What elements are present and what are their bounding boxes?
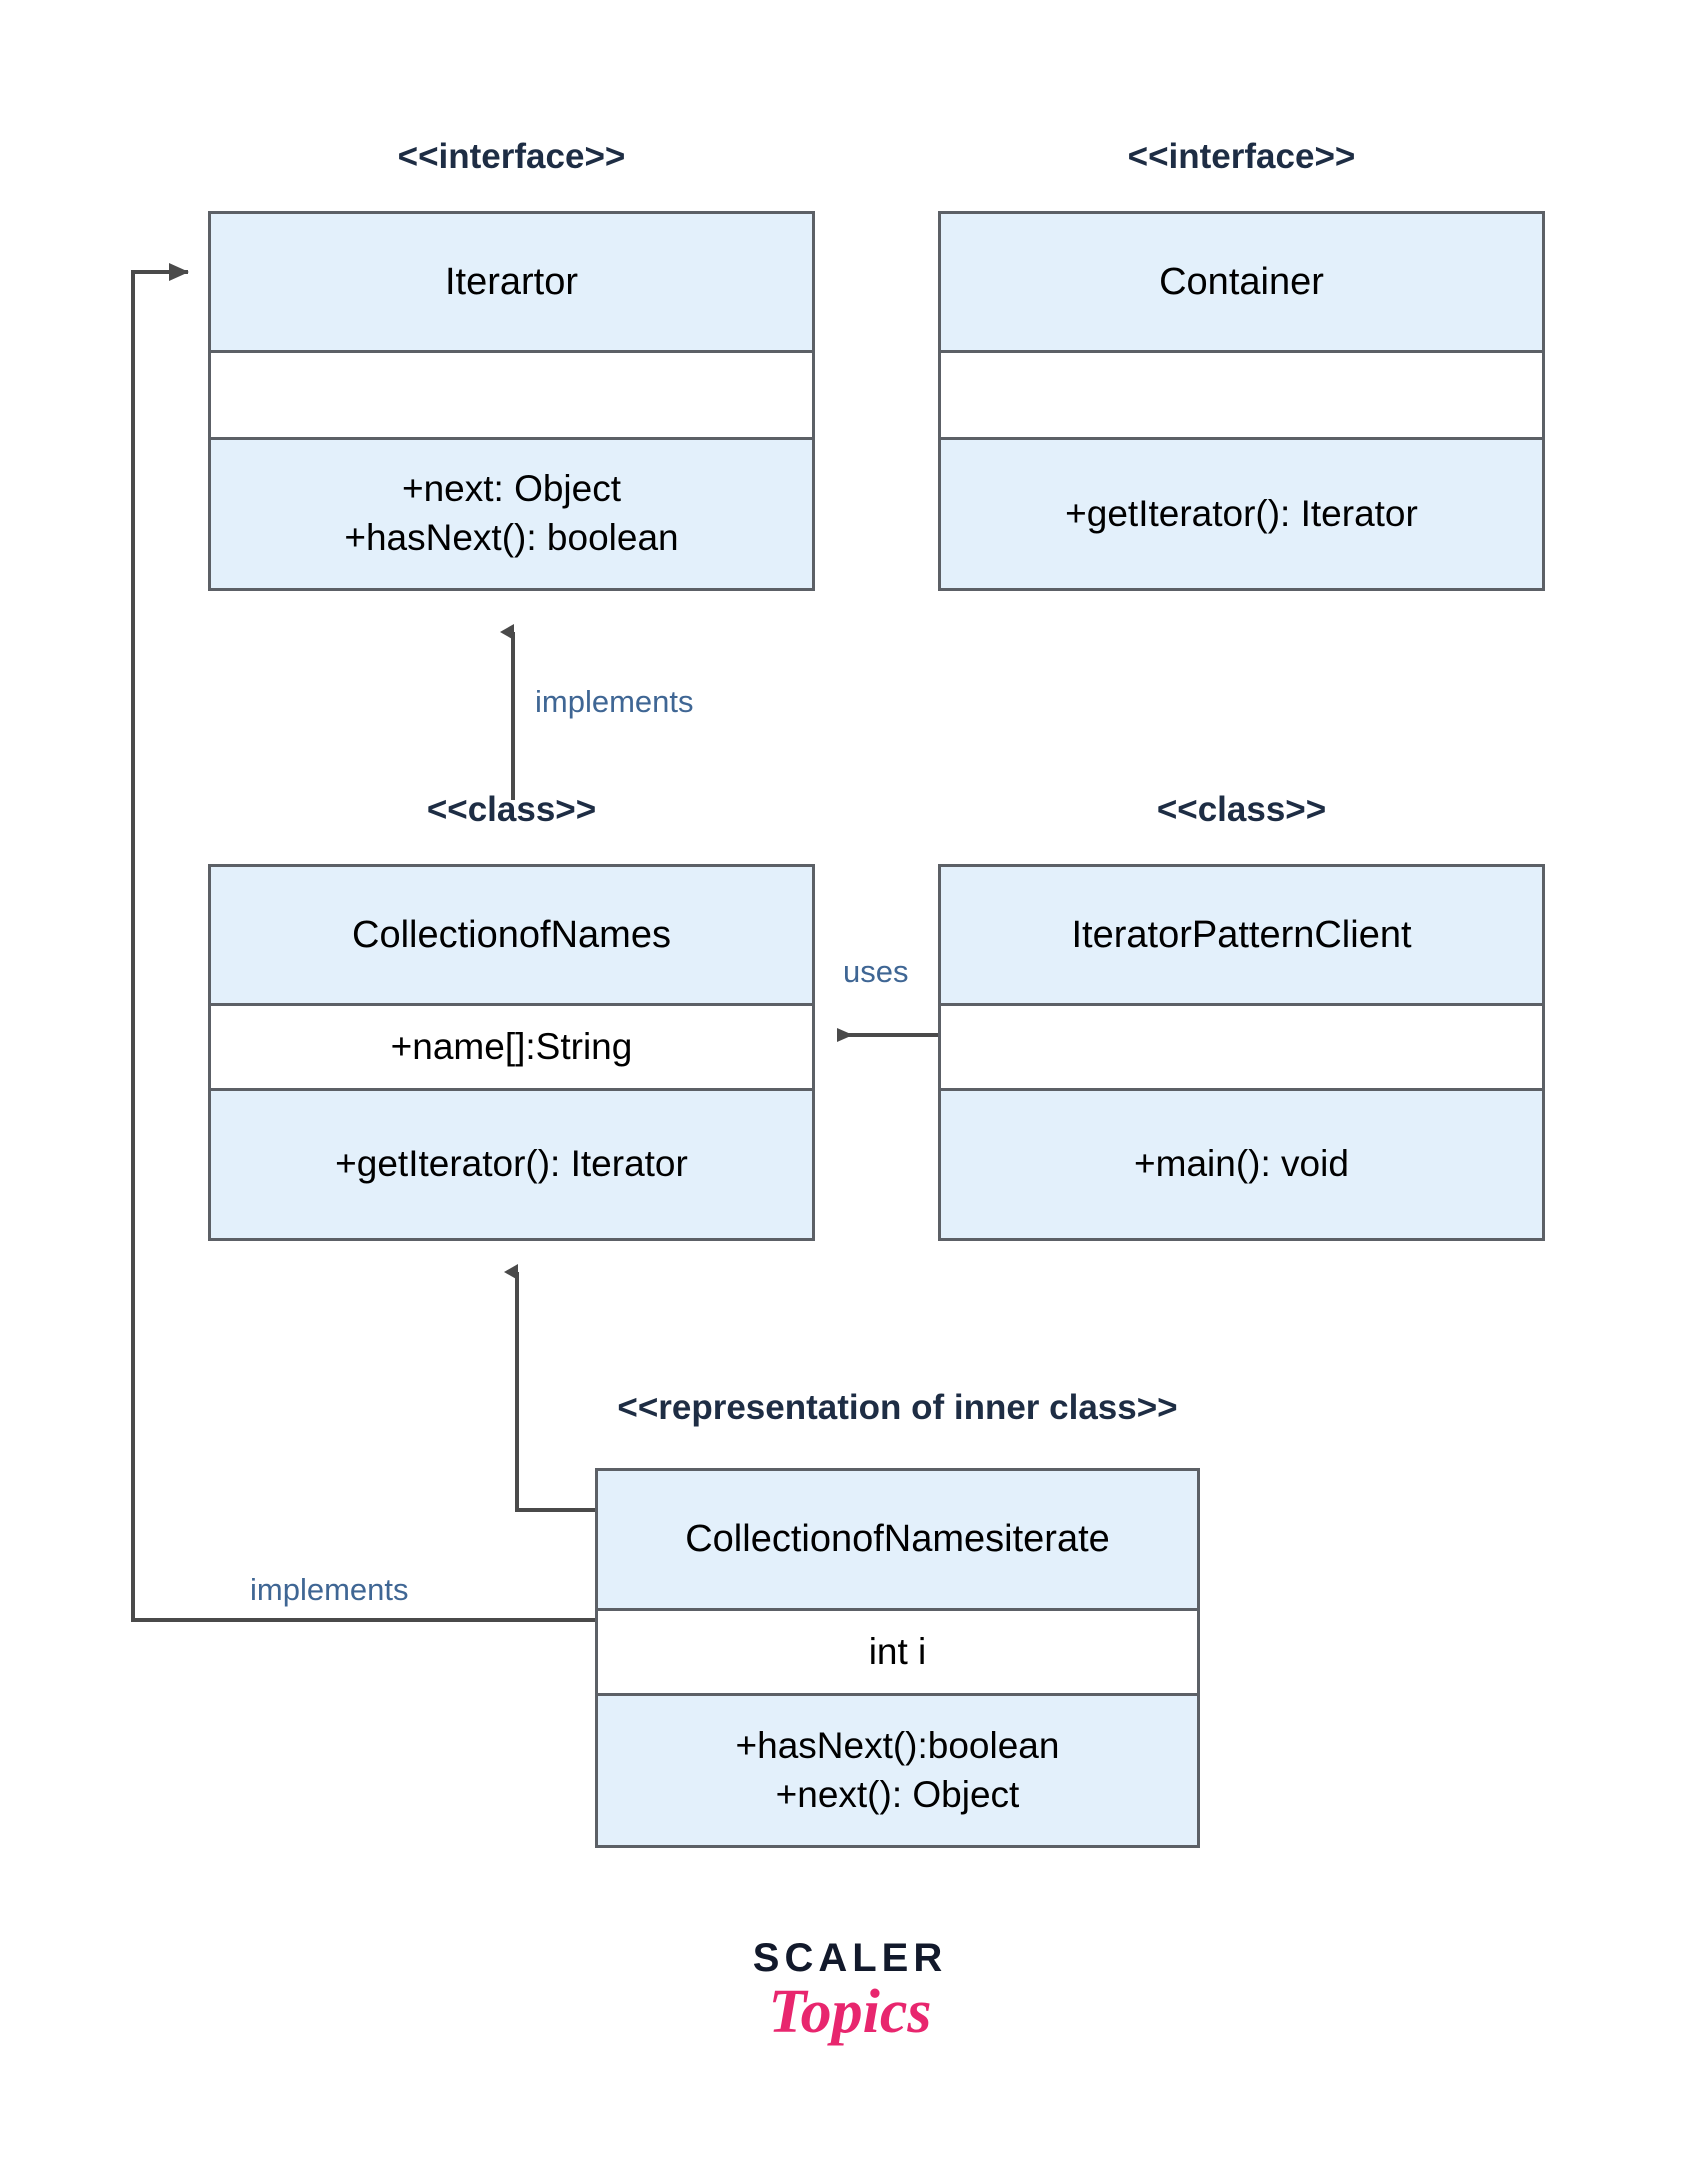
edge-label-implements-inner: implements — [250, 1572, 409, 1607]
iterator-pattern-client-methods: +main(): void — [941, 1088, 1542, 1238]
uml-class-box-collection-of-names: CollectionofNames +name[]:String +getIte… — [208, 864, 815, 1241]
collection-of-names-class-name: CollectionofNames — [211, 867, 812, 1003]
edge-label-uses: uses — [843, 954, 909, 989]
container-attributes — [941, 350, 1542, 437]
container-class-name: Container — [941, 214, 1542, 350]
collection-of-names-attributes: +name[]:String — [211, 1003, 812, 1088]
implements-arrow-inner-to-collection — [504, 1264, 595, 1512]
collection-of-names-iterate-class-name: CollectionofNamesiterate — [598, 1471, 1197, 1608]
uml-class-box-collection-of-names-iterate: CollectionofNamesiterate int i +hasNext(… — [595, 1468, 1200, 1848]
container-methods: +getIterator(): Iterator — [941, 437, 1542, 588]
iterator-pattern-client-class-name: IteratorPatternClient — [941, 867, 1542, 1003]
uml-class-box-container: Container +getIterator(): Iterator — [938, 211, 1545, 591]
logo-topics-wordmark: Topics — [768, 1978, 932, 2046]
iterator-class-name: Iterartor — [211, 214, 812, 350]
stereotype-collection-of-names-iterate: <<representation of inner class>> — [617, 1388, 1178, 1427]
stereotype-iterator-pattern-client: <<class>> — [1156, 790, 1327, 829]
iterator-methods: +next: Object +hasNext(): boolean — [211, 437, 812, 588]
scaler-topics-logo: SCALER Topics — [650, 1938, 1050, 2045]
stereotype-container: <<interface>> — [1127, 137, 1356, 176]
collection-of-names-iterate-attributes: int i — [598, 1608, 1197, 1693]
collection-of-names-methods: +getIterator(): Iterator — [211, 1088, 812, 1238]
logo-scaler-wordmark: SCALER — [752, 1936, 948, 1980]
stereotype-iterator: <<interface>> — [397, 137, 626, 176]
collection-of-names-iterate-methods: +hasNext():boolean +next(): Object — [598, 1693, 1197, 1845]
edge-label-implements-collection: implements — [535, 684, 694, 719]
iterator-pattern-client-attributes — [941, 1003, 1542, 1088]
iterator-attributes — [211, 350, 812, 437]
uml-class-box-iterator: Iterartor +next: Object +hasNext(): bool… — [208, 211, 815, 591]
uml-class-box-iterator-pattern-client: IteratorPatternClient +main(): void — [938, 864, 1545, 1241]
stereotype-collection-of-names: <<class>> — [426, 790, 597, 829]
